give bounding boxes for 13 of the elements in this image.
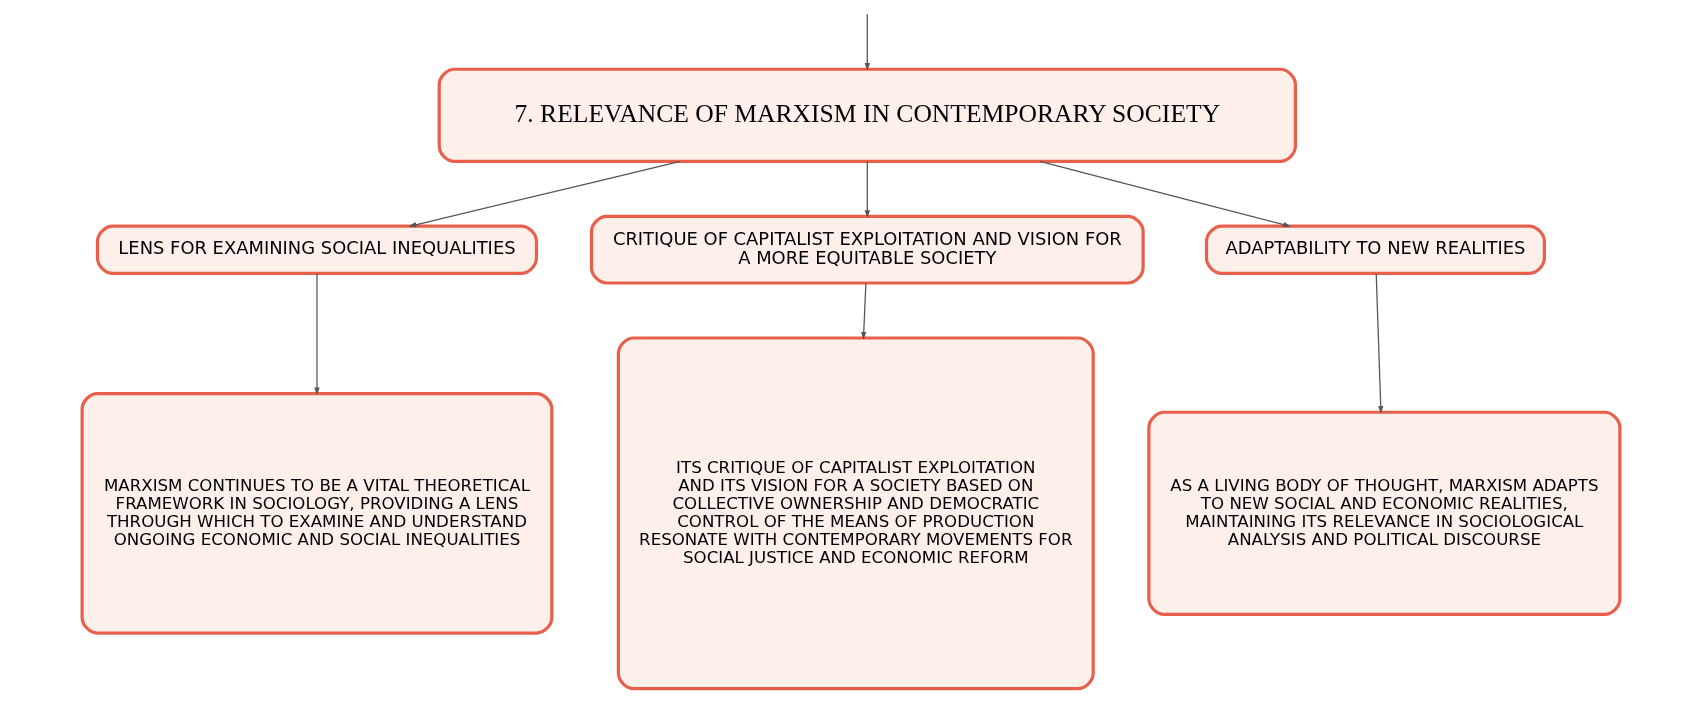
node-box: MARXISM CONTINUES TO BE A VITAL THEORETICAL FRAMEWORK IN SOCIOLOGY, PROVIDING A LENS THROUGH WHICH TO EXAMINE AND UNDERSTAND ONGOING ECONOMIC AND SOCIAL INEQUALITIES xyxy=(80,392,554,635)
arrow xyxy=(408,160,681,228)
arrow xyxy=(1039,160,1291,228)
arrow xyxy=(1375,273,1384,414)
node-box: 7. RELEVANCE OF MARXISM IN CONTEMPORARY SOCIETY xyxy=(437,67,1298,163)
node-box: ITS CRITIQUE OF CAPITALIST EXPLOITATION AND ITS VISION FOR A SOCIETY BASED ON COLLECTIVE OWNERSHIP AND DEMOCRATIC CONTROL OF THE MEANS OF PRODUCTION RESONATE WITH CONTEMPORARY MOVEMENTS FOR SOCIAL JUSTICE AND ECONOMIC REFORM xyxy=(616,336,1095,691)
arrow xyxy=(864,160,870,219)
node-box: CRITIQUE OF CAPITALIST EXPLOITATION AND VISION FOR A MORE EQUITABLE SOCIETY xyxy=(589,214,1145,285)
arrow xyxy=(314,273,320,396)
node-box: ADAPTABILITY TO NEW REALITIES xyxy=(1204,224,1546,275)
arrow xyxy=(864,13,870,71)
arrow xyxy=(861,282,867,340)
node-box: AS A LIVING BODY OF THOUGHT, MARXISM ADAPTS TO NEW SOCIAL AND ECONOMIC REALITIES, MAINTAINING ITS RELEVANCE IN SOCIOLOGICAL ANALYSIS AND POLITICAL DISCOURSE xyxy=(1147,410,1622,617)
